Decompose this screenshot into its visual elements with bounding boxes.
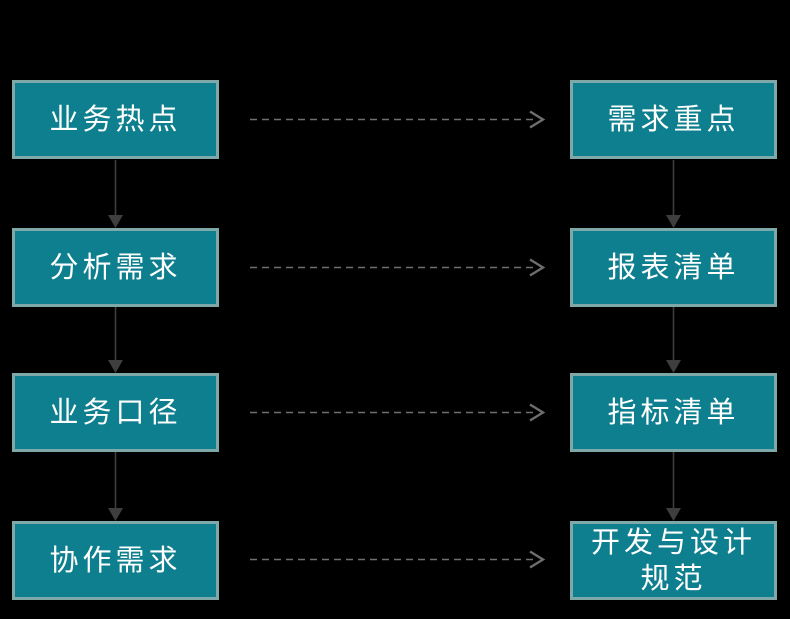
flow-node-dev-design-standards: 开发与设计 规范 [570, 521, 777, 600]
down-arrow-right-1 [666, 160, 681, 228]
dashed-arrow-2 [250, 258, 546, 277]
down-arrow-left-1 [108, 160, 123, 228]
dashed-arrow-3 [250, 403, 546, 422]
flow-node-analyze-requirements: 分析需求 [12, 228, 219, 307]
down-arrow-right-2 [666, 307, 681, 373]
down-arrow-left-2 [108, 307, 123, 373]
down-arrow-left-3 [108, 452, 123, 521]
flow-node-indicator-list: 指标清单 [570, 373, 777, 452]
down-arrow-right-3 [666, 452, 681, 521]
flow-node-business-hotspots: 业务热点 [12, 80, 219, 159]
flow-node-requirement-focus: 需求重点 [570, 80, 777, 159]
flow-node-report-list: 报表清单 [570, 228, 777, 307]
flow-node-business-caliber: 业务口径 [12, 373, 219, 452]
dashed-arrow-1 [250, 110, 546, 129]
flow-node-collaboration-requirements: 协作需求 [12, 521, 219, 600]
dashed-arrow-4 [250, 550, 546, 569]
